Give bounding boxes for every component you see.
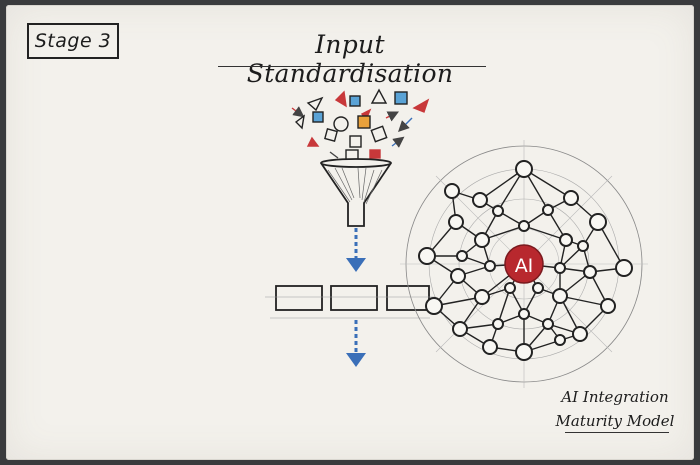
model-underline	[565, 432, 669, 433]
model-label: AI Integration Maturity Model	[545, 385, 685, 433]
funnel-icon	[320, 158, 392, 227]
stage-label: Stage 3	[34, 30, 112, 52]
page-title: Input Standardisation	[246, 30, 454, 88]
stage-badge: Stage 3	[27, 23, 119, 59]
title-underline	[218, 66, 486, 67]
standardised-blocks	[265, 285, 436, 319]
model-label-line2: Maturity Model	[555, 412, 675, 430]
arrow-down-icon	[346, 228, 366, 272]
arrow-down-icon-2	[346, 320, 366, 367]
diagram-card	[6, 5, 694, 460]
ai-hub-node	[504, 244, 544, 284]
model-label-line1: AI Integration	[561, 388, 669, 406]
ai-hub-label: AI	[515, 255, 534, 277]
scattered-shapes-icon	[291, 88, 430, 161]
neural-network-icon: AI	[400, 140, 648, 388]
